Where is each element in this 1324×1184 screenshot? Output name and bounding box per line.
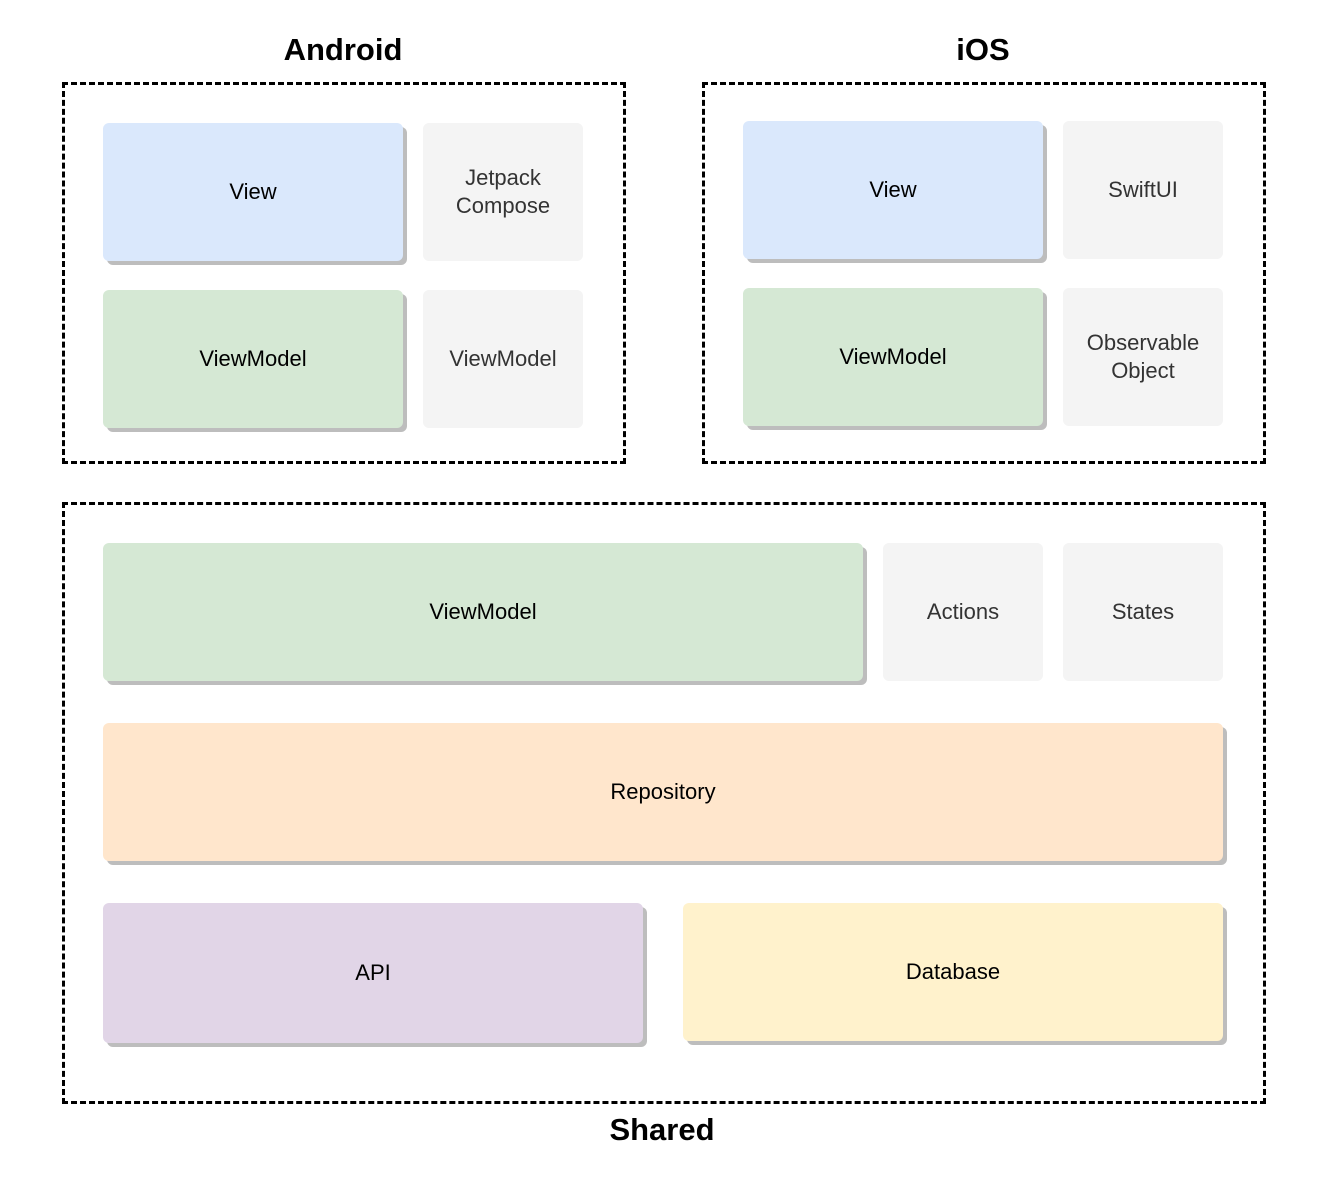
android-view-impl-box: Jetpack Compose bbox=[423, 123, 583, 261]
shared-title: Shared bbox=[609, 1112, 715, 1147]
android-group bbox=[62, 82, 626, 464]
android-viewmodel-box: ViewModel bbox=[103, 290, 403, 428]
ios-viewmodel-impl-box: Observable Object bbox=[1063, 288, 1223, 426]
android-view-box: View bbox=[103, 123, 403, 261]
shared-states-box: States bbox=[1063, 543, 1223, 681]
shared-group bbox=[62, 502, 1266, 1104]
ios-title: iOS bbox=[956, 32, 1010, 67]
android-viewmodel-impl-box: ViewModel bbox=[423, 290, 583, 428]
ios-group bbox=[702, 82, 1266, 464]
shared-viewmodel-box: ViewModel bbox=[103, 543, 863, 681]
shared-api-box: API bbox=[103, 903, 643, 1043]
ios-view-impl-box: SwiftUI bbox=[1063, 121, 1223, 259]
shared-database-box: Database bbox=[683, 903, 1223, 1041]
shared-actions-box: Actions bbox=[883, 543, 1043, 681]
android-title: Android bbox=[283, 32, 403, 67]
shared-repository-box: Repository bbox=[103, 723, 1223, 861]
ios-viewmodel-box: ViewModel bbox=[743, 288, 1043, 426]
ios-view-box: View bbox=[743, 121, 1043, 259]
